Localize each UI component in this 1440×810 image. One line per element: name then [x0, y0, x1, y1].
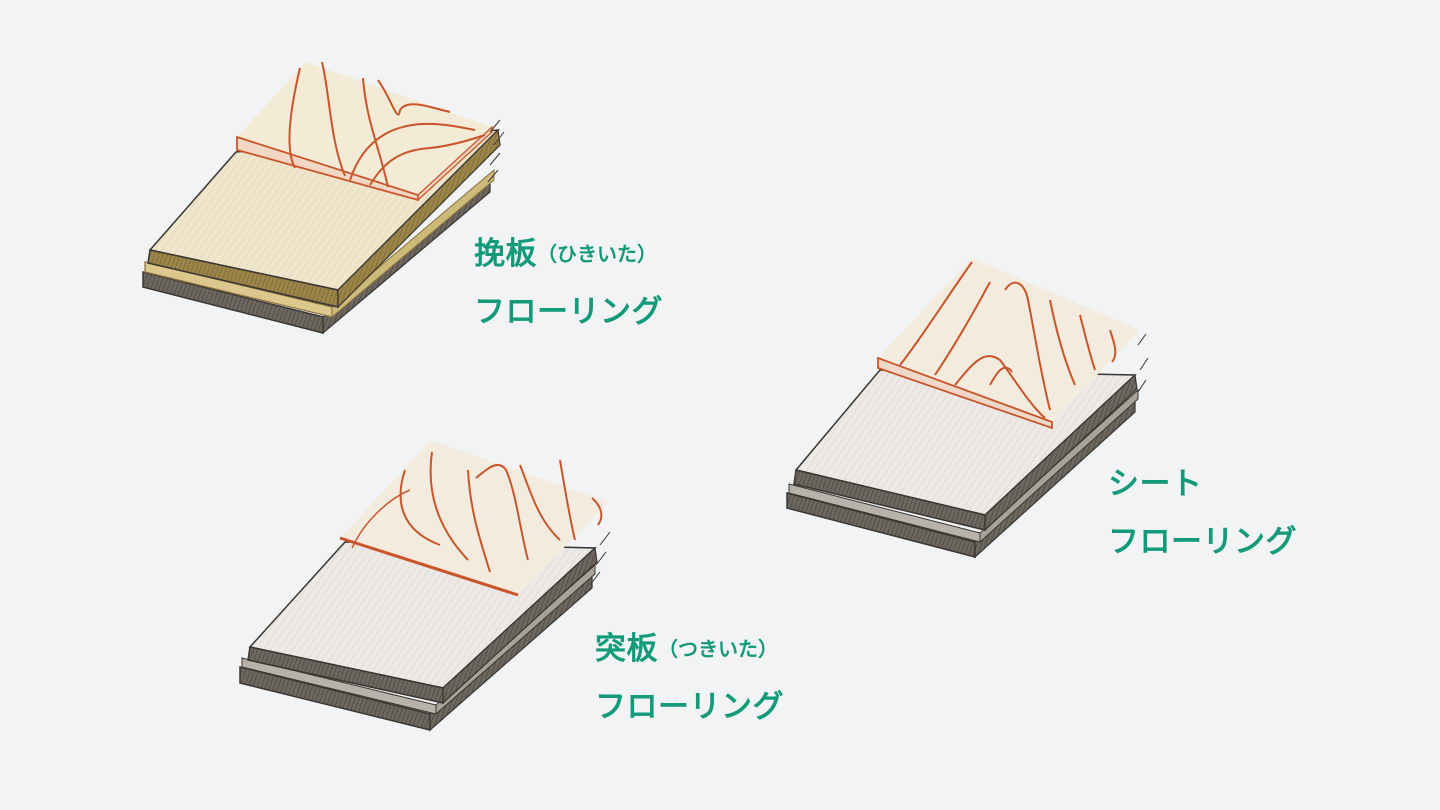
label-hiki-title: 挽板（ひきいた）	[474, 225, 663, 283]
label-sheet-subtitle: フローリング	[1108, 513, 1297, 571]
label-hiki-flooring: 挽板（ひきいた） フローリング	[474, 225, 663, 341]
label-hiki-main: 挽板	[474, 236, 537, 272]
label-tsuki-main: 突板	[595, 631, 658, 667]
label-sheet-main: シート	[1108, 466, 1203, 502]
sheet-flooring-illustration	[787, 258, 1148, 557]
label-sheet-flooring: シート フローリング	[1108, 455, 1297, 571]
label-hiki-reading: （ひきいた）	[537, 242, 657, 266]
label-sheet-title: シート	[1108, 455, 1297, 513]
label-tsuki-reading: （つきいた）	[658, 637, 778, 661]
label-tsuki-subtitle: フローリング	[595, 678, 784, 736]
label-hiki-subtitle: フローリング	[474, 283, 663, 341]
label-tsuki-title: 突板（つきいた）	[595, 620, 784, 678]
label-tsuki-flooring: 突板（つきいた） フローリング	[595, 620, 784, 736]
sawn-veneer-flooring-illustration	[143, 62, 504, 333]
sliced-veneer-flooring-illustration	[240, 440, 610, 730]
